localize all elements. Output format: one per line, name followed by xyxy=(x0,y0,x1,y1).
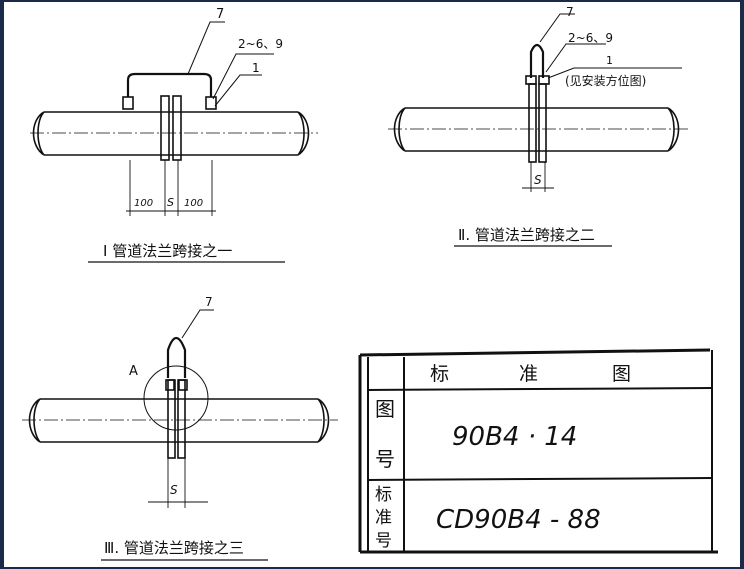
jumper-strap-3 xyxy=(166,336,187,378)
part-range-label: 2~6、9 xyxy=(238,37,283,51)
dim-mid-label: S xyxy=(534,173,542,187)
standard-number-value: CD90B4 - 88 xyxy=(436,505,601,535)
pipe-1-right-end xyxy=(297,111,310,156)
row1-label-char-1: 图 xyxy=(375,397,395,421)
part-number-1: 1 xyxy=(606,54,613,67)
lug-1-left xyxy=(122,96,134,110)
drawing-number-value: 90B4 · 14 xyxy=(452,422,577,452)
title-block xyxy=(358,348,718,554)
flange-3-right xyxy=(177,379,186,459)
pipe-1 xyxy=(44,111,298,156)
flange-1-right xyxy=(172,95,182,161)
flange-1-left xyxy=(160,95,170,161)
caption-figure-1: Ⅰ 管道法兰跨接之一 xyxy=(103,242,232,260)
dim-mid-label: S xyxy=(170,483,178,497)
figure-3 xyxy=(22,309,338,561)
header-char-2: 准 xyxy=(519,363,538,385)
caption-figure-2: Ⅱ. 管道法兰跨接之二 xyxy=(458,226,595,244)
pipe-3 xyxy=(40,398,318,443)
standard-number-row: 标 准 号 CD90B4 - 88 xyxy=(375,485,601,551)
jumper-strap-2 xyxy=(529,43,545,78)
detail-mark-a: A xyxy=(129,364,138,379)
part-number-7: 7 xyxy=(566,5,574,19)
dim-right-label: 100 xyxy=(184,198,203,209)
row2-label-char-3: 号 xyxy=(375,531,392,551)
part-number-7: 7 xyxy=(216,7,224,22)
dim-left-label: 100 xyxy=(134,198,153,209)
title-header-row: 标 准 图 xyxy=(430,363,631,385)
header-char-1: 标 xyxy=(430,363,449,385)
part-range-label: 2~6、9 xyxy=(568,31,613,45)
drawing-number-row: 图 号 90B4 · 14 xyxy=(375,397,577,471)
jumper-strap-1 xyxy=(126,72,213,97)
pipe-1-left-end xyxy=(32,111,45,156)
dim-mid-label: S xyxy=(167,196,174,209)
caption-figure-3: Ⅲ. 管道法兰跨接之三 xyxy=(104,539,244,557)
leader-7 xyxy=(187,21,225,75)
part-number-1: 1 xyxy=(252,61,260,75)
figure-1 xyxy=(30,21,318,263)
mounting-note: (见安装方位图) xyxy=(565,73,646,88)
flange-3-left xyxy=(167,379,176,459)
detail-circle-a xyxy=(143,365,209,431)
lug-1-right xyxy=(205,96,217,110)
leader-1 xyxy=(214,74,262,107)
figure-2 xyxy=(388,13,690,247)
row1-label-char-2: 号 xyxy=(375,447,395,471)
leader-2-6-9 xyxy=(212,53,274,100)
header-char-3: 图 xyxy=(612,363,631,385)
row2-label-char-1: 标 xyxy=(375,485,392,505)
row2-label-char-2: 准 xyxy=(375,508,392,528)
part-number-7: 7 xyxy=(205,295,213,309)
